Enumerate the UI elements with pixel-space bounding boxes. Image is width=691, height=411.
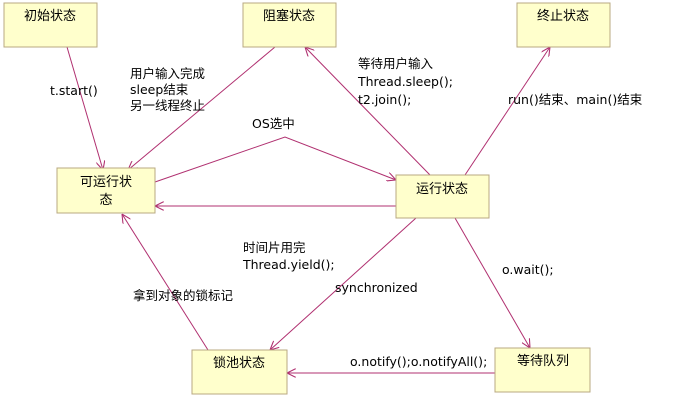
edge-blocked-to-runnable — [128, 46, 276, 170]
node-lock-pool-state: 锁池状态 — [191, 349, 288, 395]
label-os-selected: OS选中 — [252, 116, 295, 131]
label-running-to-blocked-line2: Thread.sleep(); — [357, 74, 453, 89]
label-synchronized: synchronized — [335, 280, 418, 295]
node-terminated-state: 终止状态 — [516, 2, 611, 48]
label-notify: o.notify();o.notifyAll(); — [350, 354, 487, 369]
node-running-label: 运行状态 — [416, 182, 468, 197]
edge-running-to-wait-queue — [454, 217, 530, 348]
label-running-to-runnable-line2: Thread.yield(); — [242, 257, 335, 272]
label-t-start: t.start() — [50, 83, 98, 98]
label-run-main-end: run()结束、main()结束 — [508, 92, 643, 107]
node-runnable-label-line2: 态 — [99, 193, 112, 208]
node-wait-queue-label: 等待队列 — [517, 353, 569, 369]
label-running-to-blocked-line3: t2.join(); — [358, 92, 411, 107]
node-lock-pool-label: 锁池状态 — [213, 355, 265, 371]
label-blocked-to-runnable-line3: 另一线程终止 — [130, 98, 205, 113]
label-o-wait: o.wait(); — [502, 262, 554, 277]
node-running-state: 运行状态 — [395, 174, 490, 219]
label-blocked-to-runnable-line2: sleep结束 — [130, 82, 189, 97]
node-blocked-state: 阻塞状态 — [242, 2, 337, 48]
edge-lock-pool-to-runnable — [122, 214, 209, 351]
label-acquire-lock-flag: 拿到对象的锁标记 — [133, 288, 234, 303]
node-initial-label: 初始状态 — [24, 9, 76, 24]
label-running-to-runnable-line1: 时间片用完 — [243, 240, 306, 255]
edge-running-to-lock-pool — [270, 217, 417, 350]
node-initial-state: 初始状态 — [3, 2, 98, 48]
node-terminated-label: 终止状态 — [537, 8, 589, 24]
node-wait-queue-state: 等待队列 — [494, 347, 591, 393]
node-runnable-label-line1: 可运行状 — [80, 175, 132, 190]
label-running-to-blocked-line1: 等待用户输入 — [358, 56, 434, 71]
edge-running-to-terminated — [464, 47, 550, 176]
edge-runnable-to-running — [154, 136, 396, 183]
node-blocked-label: 阻塞状态 — [263, 8, 315, 24]
edge-running-to-blocked — [305, 47, 431, 176]
label-blocked-to-runnable-line1: 用户输入完成 — [130, 66, 205, 81]
node-runnable-state: 可运行状 态 — [56, 167, 156, 214]
edge-initial-to-runnable — [66, 46, 103, 170]
